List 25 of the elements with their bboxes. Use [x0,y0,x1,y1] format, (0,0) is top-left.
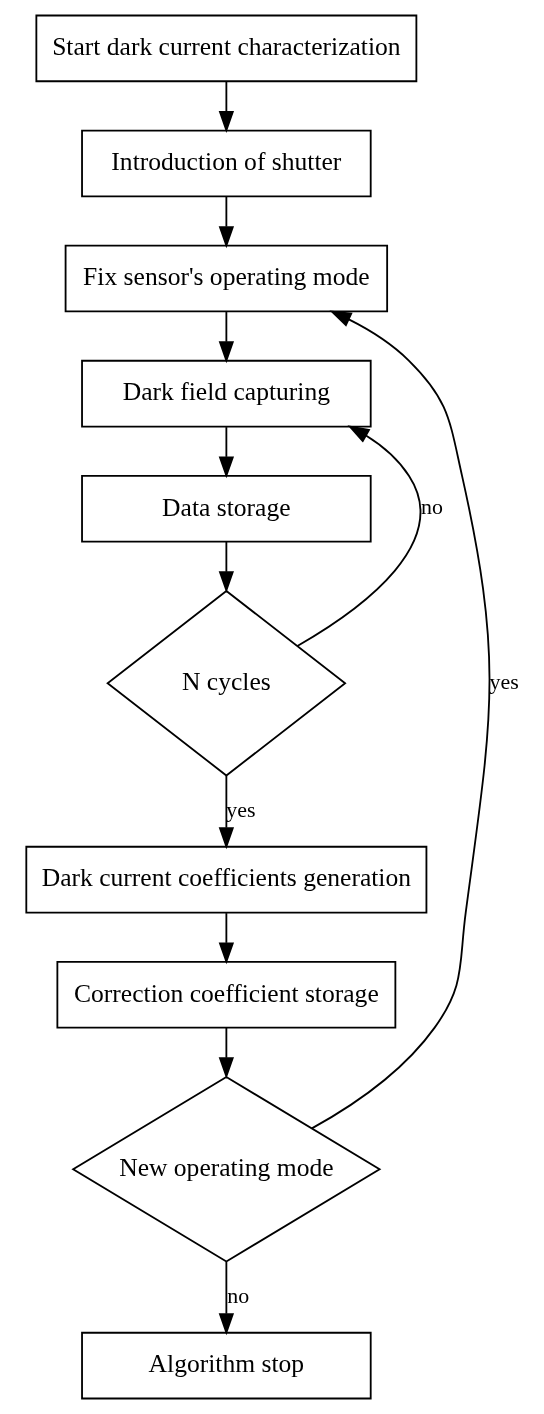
arrow [310,310,490,1130]
arrow [296,425,421,647]
arrow [218,1027,234,1080]
edge-label: no [420,494,443,520]
node-box: Start dark current characterization [34,14,417,83]
arrow [218,196,234,249]
arrow [218,541,234,594]
edge-label: yes [225,796,256,822]
arrow [218,1260,234,1336]
node-box: Algorithm stop [80,1331,372,1400]
node-box: Data storage [80,474,372,543]
arrow [218,311,234,364]
node-diamond: N cycles [105,589,347,777]
node-diamond: New operating mode [70,1075,381,1263]
node-box: Dark field capturing [80,359,372,428]
arrow [218,80,234,134]
edge-label: no [226,1282,249,1308]
node-box: Correction coefficient storage [55,960,396,1029]
arrow [218,912,234,965]
arrow [218,426,234,479]
arrow [218,774,234,850]
edge-label: yes [488,668,519,694]
node-box: Dark current coefficients generation [24,845,427,914]
node-box: Fix sensor's operating mode [64,244,388,313]
node-box: Introduction of shutter [80,129,372,198]
